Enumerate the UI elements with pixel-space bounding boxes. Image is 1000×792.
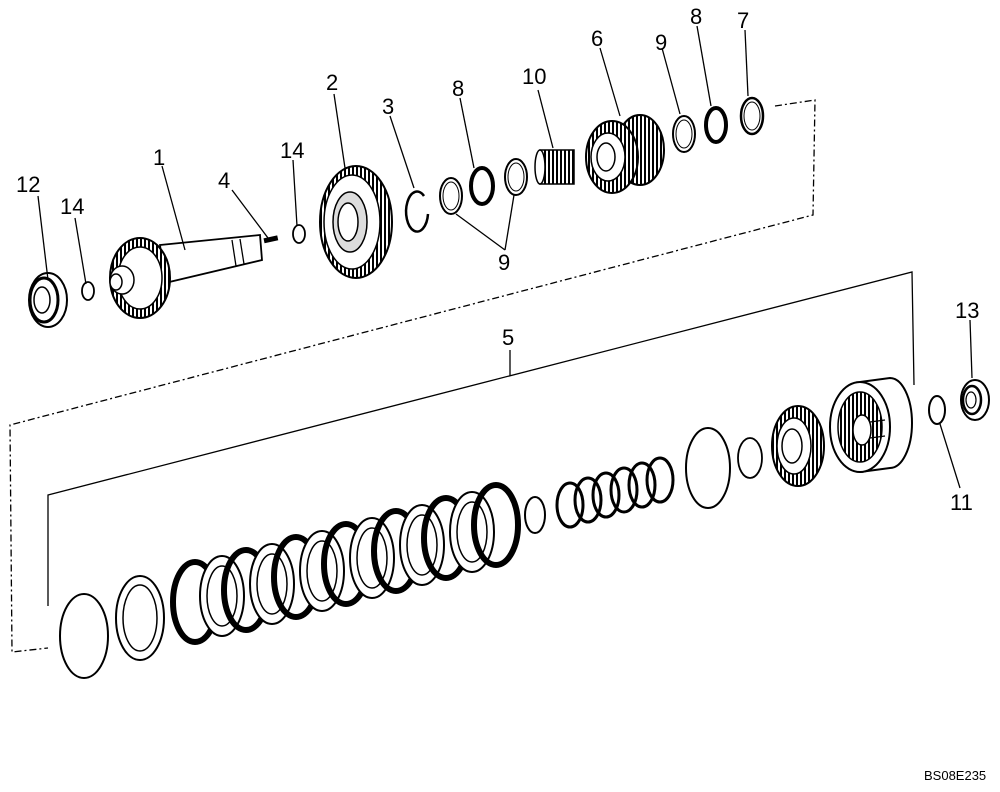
thrust-washer-9-a — [439, 177, 463, 215]
bearing-race-8-a — [469, 166, 495, 206]
seal-ring-large — [685, 427, 731, 509]
bracket-5 — [47, 271, 915, 606]
callout-14-left: 14 — [60, 194, 84, 219]
thrust-washer-9-c — [672, 115, 696, 153]
gear-6 — [585, 114, 665, 194]
callout-13: 13 — [955, 298, 979, 323]
callout-9-top: 9 — [655, 30, 667, 55]
callout-9-bottom: 9 — [498, 250, 510, 275]
callout-4: 4 — [218, 168, 230, 193]
callout-14-right: 14 — [280, 138, 304, 163]
snap-ring-11 — [928, 395, 946, 425]
bearing-12 — [28, 272, 68, 328]
seal-ring-small — [737, 437, 763, 479]
snap-ring-lower — [524, 496, 546, 534]
washer-7 — [739, 96, 765, 136]
spring-stack — [555, 456, 675, 529]
needle-bearing-10 — [534, 149, 575, 185]
shaft-gear-1 — [109, 234, 263, 319]
drawing-code: BS08E235 — [924, 768, 986, 783]
thrust-washer-9-b — [504, 158, 528, 196]
callout-11: 11 — [950, 490, 973, 515]
bearing-13 — [960, 379, 990, 421]
clutch-drum — [829, 376, 913, 473]
o-ring — [59, 593, 109, 679]
pin-4 — [263, 235, 279, 244]
snap-ring-3 — [404, 190, 430, 233]
callout-1: 1 — [153, 145, 165, 170]
callout-6: 6 — [591, 26, 603, 51]
backing-plate — [115, 575, 165, 661]
clutch-disc-stack — [170, 482, 521, 645]
ring-14-right — [292, 224, 306, 244]
callout-7: 7 — [737, 8, 749, 33]
ring-14-left — [81, 281, 95, 301]
bearing-race-8-b — [704, 106, 728, 144]
callout-5: 5 — [502, 325, 514, 350]
callout-3: 3 — [382, 94, 394, 119]
callout-8-right: 8 — [690, 4, 702, 29]
leader-lines — [37, 25, 973, 489]
assembly-boundary — [9, 99, 816, 653]
callout-2: 2 — [326, 70, 338, 95]
callout-10: 10 — [522, 64, 546, 89]
gear-2 — [319, 165, 393, 279]
callout-12: 12 — [16, 172, 40, 197]
piston — [771, 405, 825, 487]
callout-8-left: 8 — [452, 76, 464, 101]
